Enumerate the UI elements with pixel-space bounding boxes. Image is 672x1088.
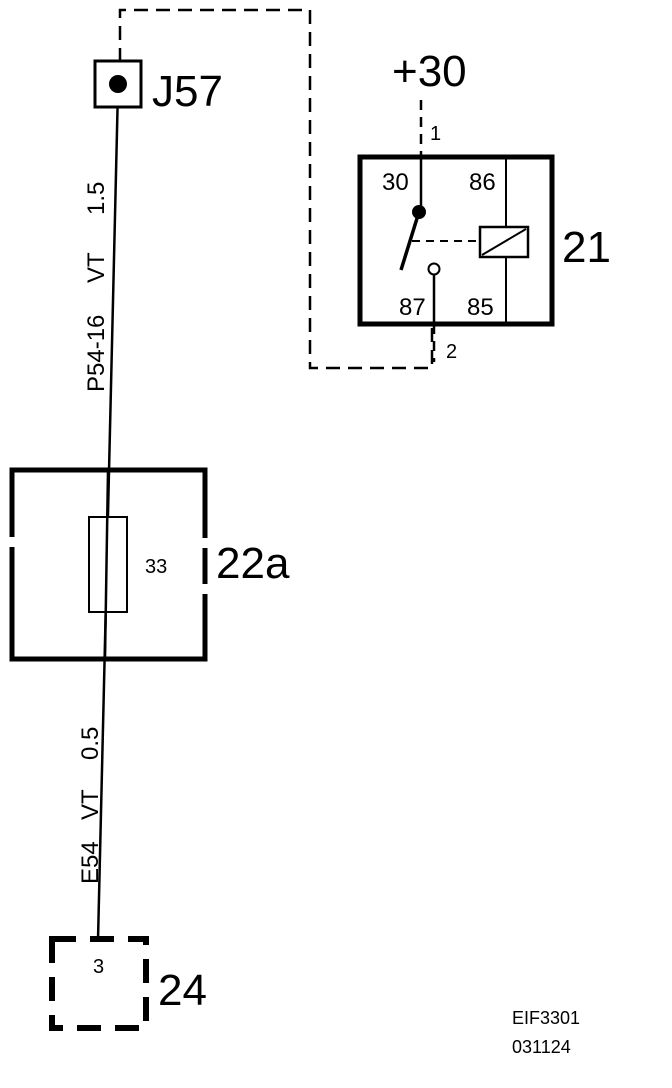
connector-24: 3 24 — [49, 936, 207, 1031]
relay-pin-top: 1 — [430, 123, 441, 145]
connector-24-label: 24 — [158, 966, 207, 1015]
relay-terminal-86-label: 86 — [469, 169, 496, 196]
relay-21: 30 86 87 85 21 — [357, 154, 611, 362]
wire-lower-id: E54 — [77, 841, 104, 884]
fuse-box-gap-left — [6, 537, 18, 547]
wire-upper-id: P54-16 — [83, 315, 110, 392]
relay-label: 21 — [562, 223, 611, 272]
wire-lower-color: VT — [77, 789, 104, 820]
connector-j57: J57 — [93, 59, 223, 116]
fuse-box-label: 22a — [216, 539, 290, 588]
relay-coil-slash — [481, 228, 527, 256]
fuse-box-gap-right-lower — [199, 584, 211, 594]
fuse-box-frame — [9, 467, 208, 662]
wire-upper-size: 1.5 — [83, 182, 110, 215]
connector-j57-label: J57 — [152, 67, 223, 116]
connector-24-pin: 3 — [93, 956, 104, 978]
relay-terminal-87-label: 87 — [399, 294, 426, 321]
fuse-number: 33 — [145, 556, 167, 578]
connector-24-frame — [49, 936, 149, 1031]
dashed-loop-wire — [118, 8, 434, 370]
relay-terminal-87-contact — [427, 262, 441, 276]
diagram-date: 031124 — [512, 1037, 571, 1057]
connector-j57-dot — [109, 75, 127, 93]
relay-pin-bottom: 2 — [446, 341, 457, 363]
relay-terminal-30-label: 30 — [382, 169, 409, 196]
fuse-box-gap-right — [199, 538, 211, 548]
fuse-element — [103, 469, 110, 660]
fuse-box-22a: 33 22a — [6, 467, 290, 662]
wire-upper-color: VT — [83, 252, 110, 283]
relay-contact-arm — [399, 211, 421, 271]
wire-lower-size: 0.5 — [77, 727, 104, 760]
relay-terminal-85-label: 85 — [467, 294, 494, 321]
supply-label: +30 — [392, 47, 467, 96]
diagram-ref: EIF3301 — [512, 1008, 580, 1028]
